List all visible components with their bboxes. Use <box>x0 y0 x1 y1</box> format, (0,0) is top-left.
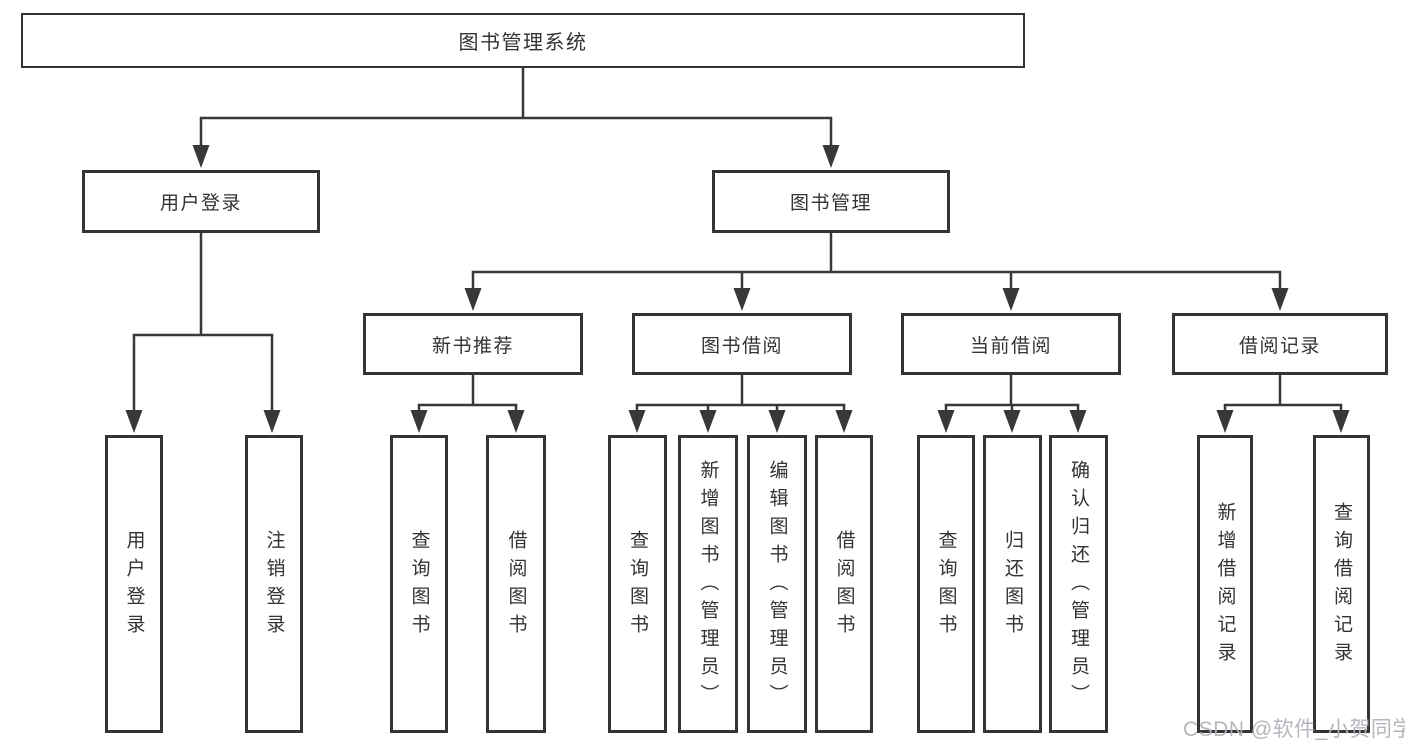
node-library-management-system: 图书管理系统 <box>21 13 1025 68</box>
leaf-query-borrow-record: 查询借阅记录 <box>1313 435 1370 733</box>
node-book-management: 图书管理 <box>712 170 950 233</box>
node-new-book-recommend: 新书推荐 <box>363 313 583 375</box>
node-current-borrow: 当前借阅 <box>901 313 1121 375</box>
leaf-add-borrow-record: 新增借阅记录 <box>1197 435 1253 733</box>
leaf-confirm-return-admin: 确认归还（管理员） <box>1049 435 1108 733</box>
leaf-query-books-recommend: 查询图书 <box>390 435 448 733</box>
leaf-return-books: 归还图书 <box>983 435 1042 733</box>
leaf-query-books-current: 查询图书 <box>917 435 975 733</box>
leaf-user-login: 用户登录 <box>105 435 163 733</box>
leaf-borrow-books: 借阅图书 <box>815 435 873 733</box>
node-borrow-records: 借阅记录 <box>1172 313 1388 375</box>
leaf-logout: 注销登录 <box>245 435 303 733</box>
leaf-borrow-books-recommend: 借阅图书 <box>486 435 546 733</box>
leaf-query-books-borrow: 查询图书 <box>608 435 667 733</box>
node-book-borrow: 图书借阅 <box>632 313 852 375</box>
watermark: CSDN @软件_小贺同学 <box>1183 718 1405 741</box>
node-user-login: 用户登录 <box>82 170 320 233</box>
leaf-add-books-admin: 新增图书（管理员） <box>678 435 738 733</box>
leaf-edit-books-admin: 编辑图书（管理员） <box>747 435 807 733</box>
